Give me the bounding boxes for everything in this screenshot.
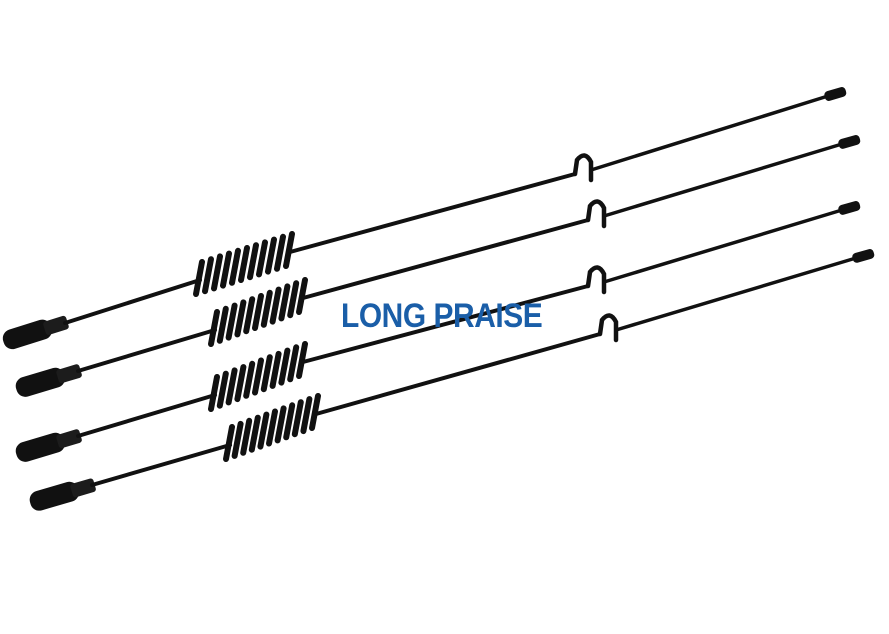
connector-base bbox=[2, 315, 69, 350]
connector-base bbox=[29, 478, 96, 511]
loading-loop bbox=[597, 313, 619, 343]
connector-base bbox=[15, 364, 82, 397]
brand-watermark: LONG PRAISE bbox=[341, 297, 543, 335]
antenna bbox=[29, 249, 875, 511]
antennas-group bbox=[2, 87, 875, 511]
spring-coil bbox=[208, 277, 308, 347]
loading-loop bbox=[585, 265, 607, 295]
spring-coil bbox=[193, 231, 295, 297]
tip-cap bbox=[838, 135, 861, 149]
loading-loop bbox=[572, 153, 594, 183]
antenna bbox=[15, 135, 861, 397]
loading-loop bbox=[585, 199, 607, 229]
tip-cap bbox=[838, 201, 861, 215]
spring-coil bbox=[223, 393, 321, 462]
antenna bbox=[15, 201, 861, 462]
tip-cap bbox=[852, 249, 875, 263]
spring-coil bbox=[208, 341, 308, 412]
connector-base bbox=[15, 429, 82, 462]
antenna bbox=[2, 87, 847, 350]
tip-cap bbox=[824, 87, 847, 101]
